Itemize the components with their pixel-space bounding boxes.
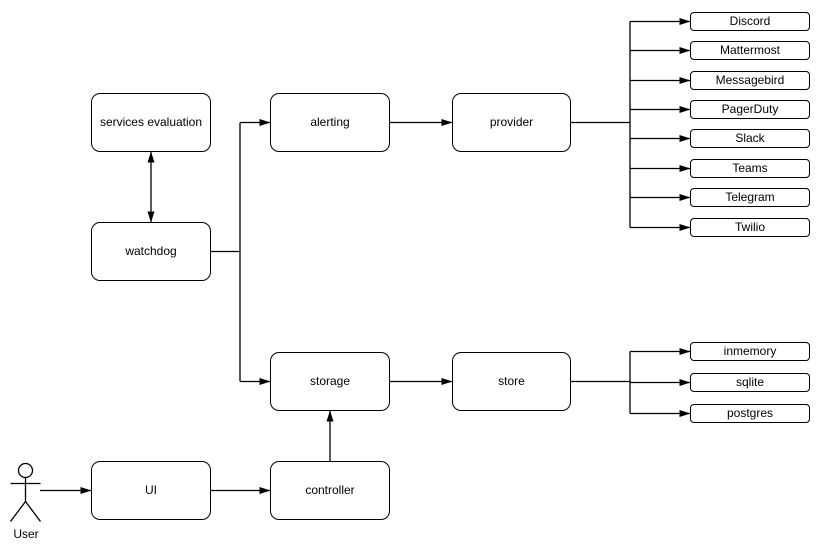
node-watchdog: watchdog [91,222,211,281]
node-alerting: alerting [270,93,390,152]
node-provider-pagerduty: PagerDuty [690,100,810,119]
node-store: store [452,352,571,411]
node-controller: controller [270,461,390,520]
user-actor-figure [9,462,42,522]
node-services-evaluation: services evaluation [91,93,211,152]
node-ui: UI [91,461,211,520]
user-actor-right-leg [24,501,42,522]
node-provider-twilio: Twilio [690,218,810,237]
node-provider-telegram: Telegram [690,188,810,207]
node-provider-teams: Teams [690,159,810,178]
node-provider-messagebird: Messagebird [690,71,810,90]
node-provider-slack: Slack [690,129,810,148]
node-storage: storage [270,352,390,411]
node-store-postgres: postgres [690,404,810,423]
user-actor-head [17,462,34,479]
node-store-inmemory: inmemory [690,342,810,361]
node-provider-mattermost: Mattermost [690,41,810,60]
node-provider: provider [452,93,571,152]
node-store-sqlite: sqlite [690,373,810,392]
user-actor-label: User [13,527,39,541]
user-actor-left-leg [9,501,27,522]
node-provider-discord: Discord [690,12,810,31]
